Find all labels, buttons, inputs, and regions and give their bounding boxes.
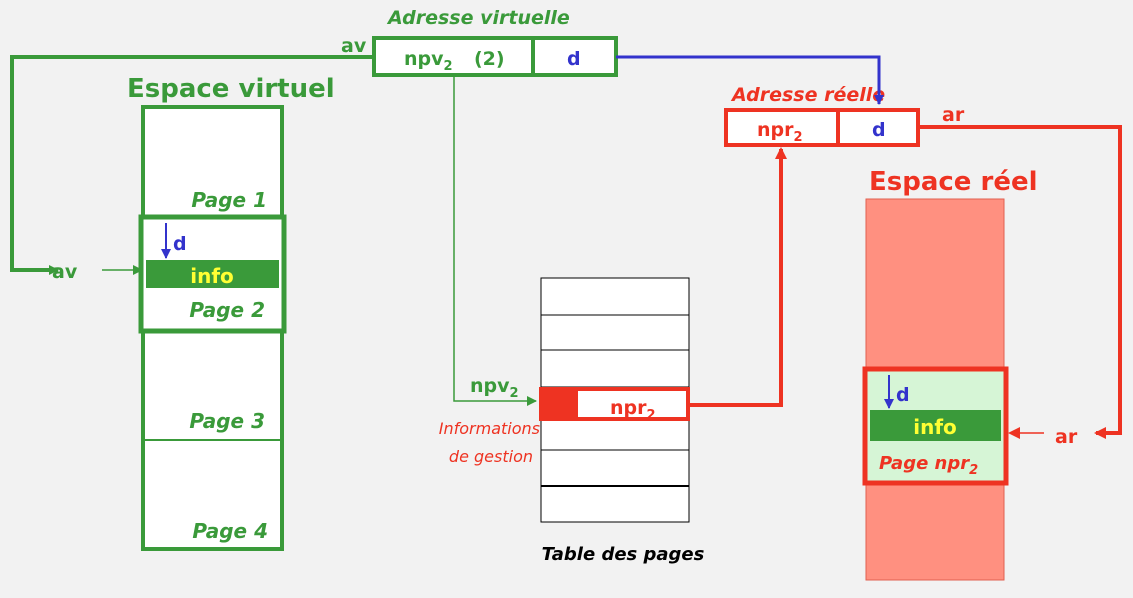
info-band bbox=[146, 260, 279, 288]
real-space: Espace réel info d Page npr2 bbox=[862, 167, 1038, 581]
npv-index: (2) bbox=[474, 48, 505, 70]
npr-connector bbox=[689, 147, 787, 407]
real-info-label: info bbox=[913, 415, 957, 439]
real-info-band bbox=[870, 410, 1001, 441]
real-offset-label: d bbox=[896, 384, 910, 406]
page-2-label: Page 2 bbox=[189, 298, 265, 322]
real-address-box bbox=[724, 108, 920, 147]
virtual-space-title: Espace virtuel bbox=[127, 74, 335, 104]
virtual-address: Adresse virtuelle av npv2 (2) d bbox=[341, 7, 618, 77]
virtual-address-title: Adresse virtuelle bbox=[386, 7, 570, 29]
npr-table-value: npr2 bbox=[610, 397, 656, 423]
npv-table-label: npv2 bbox=[470, 375, 519, 401]
page-table-title: Table des pages bbox=[542, 544, 705, 565]
info-label: info bbox=[190, 264, 234, 288]
virtual-space: Espace virtuel Page 1 info d Page 2 Page… bbox=[127, 74, 335, 551]
virtual-offset-field: d bbox=[567, 48, 581, 70]
page-1-label: Page 1 bbox=[191, 188, 267, 212]
management-info-line1: Informations bbox=[439, 419, 540, 438]
av-label-left: av bbox=[52, 261, 78, 283]
offset-connector bbox=[616, 55, 884, 105]
page-4-label: Page 4 bbox=[192, 519, 268, 543]
virtual-offset-label: d bbox=[173, 233, 187, 255]
ar-label-top: ar bbox=[942, 104, 965, 126]
real-space-title: Espace réel bbox=[869, 167, 1038, 197]
npv-field: npv2 bbox=[404, 48, 453, 74]
av-connector bbox=[10, 55, 374, 275]
ar-label-right: ar bbox=[1055, 426, 1078, 448]
ar-connector bbox=[918, 125, 1122, 439]
page-3-label: Page 3 bbox=[189, 409, 265, 433]
npr-field: npr2 bbox=[757, 119, 803, 145]
real-offset-field: d bbox=[872, 119, 886, 141]
real-page-label: Page npr2 bbox=[879, 453, 978, 478]
av-label-top: av bbox=[341, 35, 367, 57]
npv-connector bbox=[453, 75, 537, 406]
management-bits bbox=[541, 389, 578, 419]
real-address: Adresse réelle npr2 d ar bbox=[724, 84, 965, 147]
real-address-title: Adresse réelle bbox=[730, 84, 885, 106]
page-table: npr2 Informations de gestion Table des p… bbox=[439, 277, 705, 565]
management-info-line2: de gestion bbox=[449, 447, 533, 466]
